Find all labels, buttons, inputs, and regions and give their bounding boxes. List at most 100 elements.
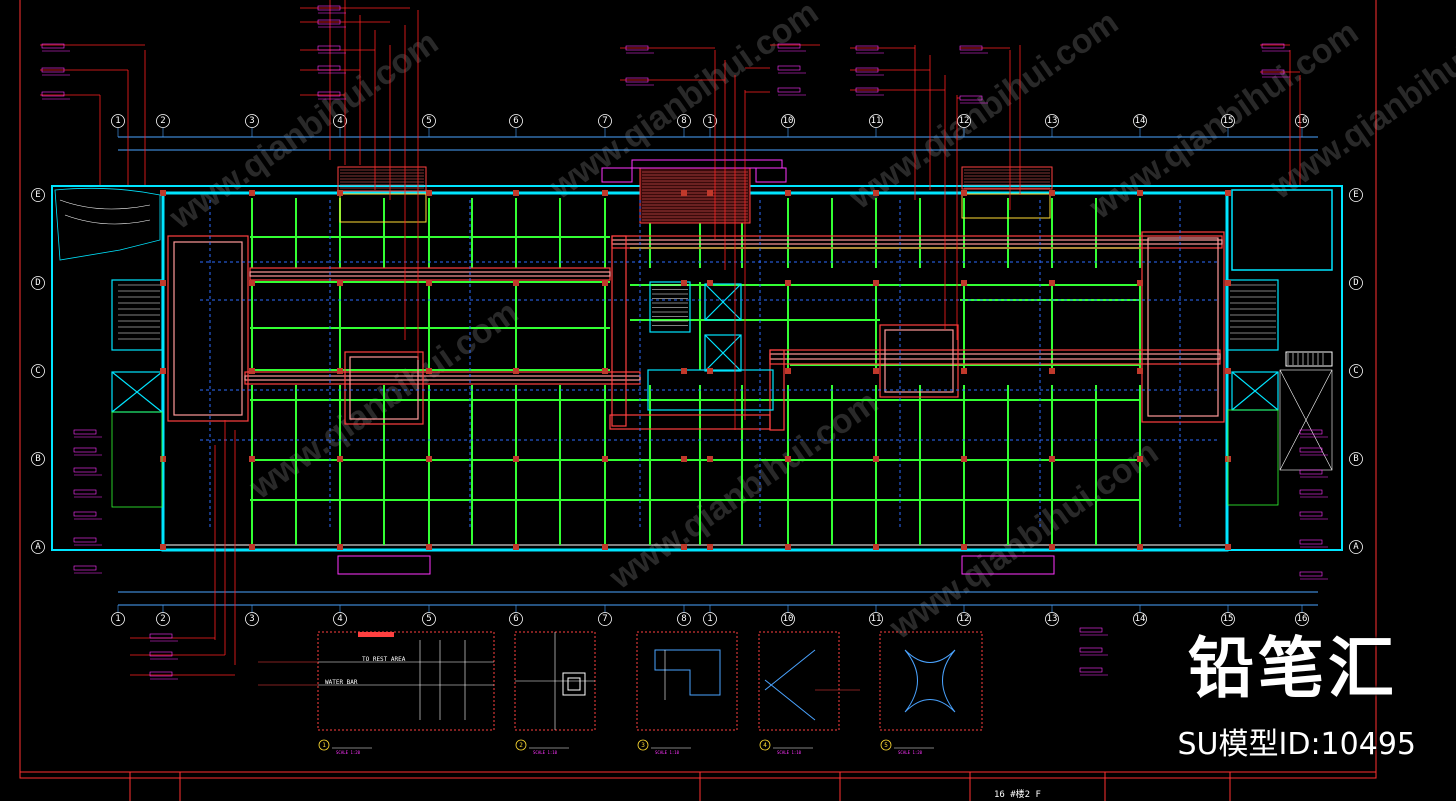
axis-bubble: 8: [677, 114, 691, 128]
axis-bubble: 11: [869, 114, 883, 128]
column-marker: [785, 190, 791, 196]
column-marker: [707, 544, 713, 550]
detail-scale: SCALE 1:20: [336, 750, 361, 755]
column-marker: [961, 280, 967, 286]
sheet-number: 16 #楼2 F: [994, 788, 1041, 800]
column-marker: [1225, 544, 1231, 550]
axis-bubble: 5: [422, 612, 436, 626]
corridor-ducts: [167, 231, 1225, 431]
annotation-tag: [1261, 69, 1285, 75]
axis-bubble: 7: [598, 114, 612, 128]
column-marker: [1049, 544, 1055, 550]
column-marker: [961, 190, 967, 196]
ceiling-grid-lines: [200, 200, 1220, 530]
annotation-tag: [73, 537, 97, 543]
column-marker: [513, 368, 519, 374]
axis-label: 1: [115, 614, 120, 624]
column-marker: [785, 456, 791, 462]
annotation-tag: [149, 671, 173, 677]
axis-bubble: 7: [598, 612, 612, 626]
axis-bubble: 1: [111, 114, 125, 128]
column-marker: [1137, 544, 1143, 550]
axis-label: 5: [426, 116, 431, 126]
axis-label: 11: [871, 116, 882, 126]
annotation-tag: [1079, 667, 1103, 673]
annotation-tag: [73, 511, 97, 517]
column-marker: [707, 368, 713, 374]
column-marker: [160, 544, 166, 550]
column-marker: [1137, 280, 1143, 286]
detail-number: 4: [763, 742, 767, 749]
annotation-tag: [1299, 469, 1323, 475]
axis-label: 1: [707, 614, 712, 624]
axis-bubble: 14: [1133, 612, 1147, 626]
axis-label: E: [35, 190, 40, 200]
annotation-tag: [777, 65, 801, 71]
axis-label: 6: [513, 614, 518, 624]
column-marker: [1225, 368, 1231, 374]
annotation-tag: [855, 87, 879, 93]
column-marker: [249, 456, 255, 462]
axis-bubble: 13: [1045, 612, 1059, 626]
axis-bubble: D: [1349, 276, 1363, 290]
axis-label: 16: [1297, 116, 1308, 126]
axis-grid: 1122334455667788111010111112121313141415…: [31, 114, 1363, 626]
annotation-tag: [1299, 571, 1323, 577]
axis-bubble: 1: [703, 114, 717, 128]
annotation-tag: [73, 447, 97, 453]
annotation-tag: [1079, 647, 1103, 653]
annotation-tag: [41, 91, 65, 97]
annotation-leaders: [40, 0, 1301, 676]
detail-label-rest: TO REST AREA: [362, 656, 406, 663]
axis-label: 5: [426, 614, 431, 624]
column-marker: [681, 190, 687, 196]
axis-label: 10: [783, 614, 794, 624]
axis-label: 13: [1047, 116, 1058, 126]
annotation-tag: [855, 45, 879, 51]
dimension-lines: [118, 136, 1318, 606]
axis-bubble: 10: [781, 114, 795, 128]
axis-bubble: 14: [1133, 114, 1147, 128]
title-block: 16 #楼2 F: [20, 771, 1376, 801]
axis-label: C: [1353, 366, 1358, 376]
column-marker: [873, 280, 879, 286]
axis-bubble: C: [31, 364, 45, 378]
annotation-tag: [777, 43, 801, 49]
detail-scale: SCALE 1:10: [777, 750, 802, 755]
annotation-tag: [149, 651, 173, 657]
axis-label: 2: [160, 116, 165, 126]
column-marker: [1225, 190, 1231, 196]
axis-bubble: C: [1349, 364, 1363, 378]
detail-number: 5: [884, 742, 888, 749]
column-marker: [337, 280, 343, 286]
column-marker: [1049, 456, 1055, 462]
detail-number: 1: [322, 742, 326, 749]
axis-bubble: 2: [156, 114, 170, 128]
model-id-watermark: SU模型ID:10495: [1177, 727, 1417, 762]
annotation-tag: [41, 43, 65, 49]
column-marker: [785, 544, 791, 550]
column-marker: [602, 368, 608, 374]
column-marker: [681, 456, 687, 462]
column-marker: [602, 544, 608, 550]
column-marker: [160, 280, 166, 286]
axis-label: 11: [871, 614, 882, 624]
axis-bubble: 13: [1045, 114, 1059, 128]
axis-label: 14: [1135, 614, 1146, 624]
axis-bubble: 6: [509, 114, 523, 128]
annotation-tag: [149, 633, 173, 639]
axis-label: B: [1353, 454, 1358, 464]
axis-label: 2: [160, 614, 165, 624]
column-marker: [337, 190, 343, 196]
axis-bubble: 3: [245, 114, 259, 128]
axis-label: E: [1353, 190, 1358, 200]
axis-bubble: 8: [677, 612, 691, 626]
annotation-tag: [73, 489, 97, 495]
column-marker: [1049, 368, 1055, 374]
column-marker: [249, 190, 255, 196]
detail-number: 3: [641, 742, 645, 749]
column-marker: [1137, 190, 1143, 196]
detail-scale: SCALE 1:10: [655, 750, 680, 755]
column-marker: [513, 280, 519, 286]
